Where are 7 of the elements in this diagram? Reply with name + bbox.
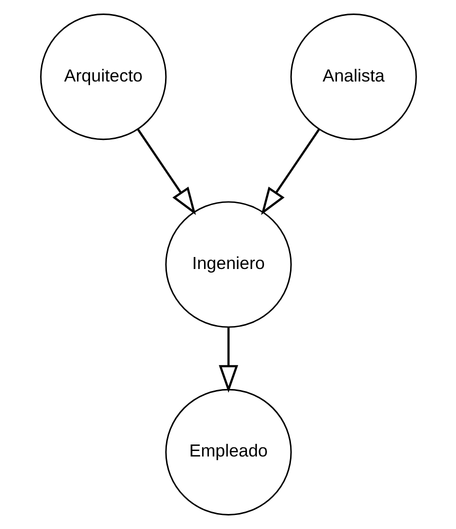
node-circle: Ingeniero <box>164 201 292 328</box>
arrow <box>260 128 320 215</box>
arrow <box>136 128 196 215</box>
node-circle: Analista <box>290 14 416 140</box>
node-circle: Empleado <box>164 388 292 516</box>
arrow <box>218 327 238 393</box>
node-circle: Arquitecto <box>40 14 166 140</box>
